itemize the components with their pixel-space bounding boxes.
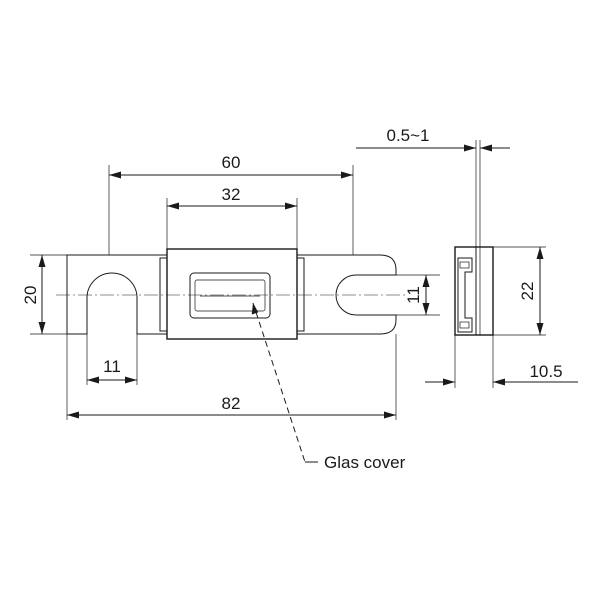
dim-20-label: 20 [21,286,40,305]
dim-60-label: 60 [222,153,241,172]
dim-0-5-1-label: 0.5~1 [386,126,429,145]
glass-cover-leader [252,302,306,463]
side-clip-bottom [459,321,470,329]
left-terminal [66,254,168,335]
dimension-lines [38,144,578,419]
dim-22-label: 22 [518,282,537,301]
dim-11-slot-label: 11 [103,357,121,376]
right-terminal [296,254,397,335]
dim-10-5-label: 10.5 [529,362,562,381]
side-body [454,246,494,336]
fuse-body [166,248,298,340]
dim-82-label: 82 [222,394,241,413]
glass-cover-label: Glas cover [324,453,406,472]
glass-cover-callout: Glas cover [251,302,406,472]
glass-window-outer [189,272,271,319]
dim-32-label: 32 [222,185,241,204]
fuse-side-view [454,246,494,336]
fuse-front-view [56,248,408,340]
side-clip-top [459,261,470,269]
dim-11-hole-label: 11 [404,286,423,304]
glass-window-inner [194,279,266,312]
extension-lines [30,140,546,420]
side-clip-profile [457,257,473,333]
